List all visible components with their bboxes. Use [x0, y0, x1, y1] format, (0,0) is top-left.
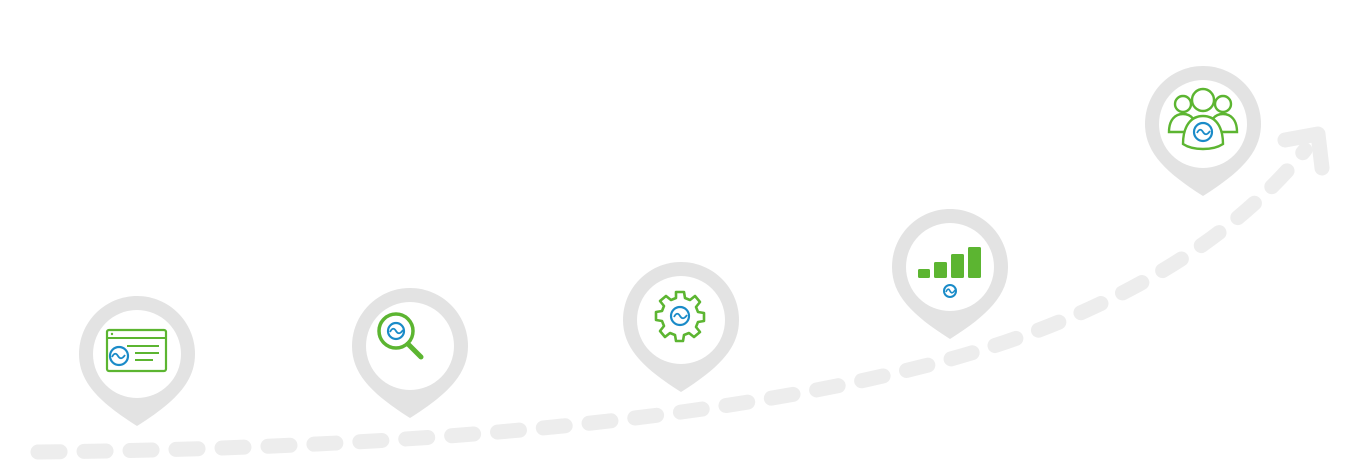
pin-inner-circle	[906, 223, 994, 311]
pin-inner-circle	[637, 276, 725, 364]
magnifier-search-icon	[377, 312, 424, 360]
journey-step-4-pin	[892, 209, 1008, 339]
journey-step-5-pin	[1145, 66, 1261, 196]
journey-step-1-pin	[79, 296, 195, 426]
user-group-icon	[1167, 87, 1239, 151]
gear-settings-icon	[654, 290, 706, 343]
journey-step-2-pin	[352, 288, 468, 418]
growth-bars-icon	[918, 247, 981, 298]
path-dashes	[30, 142, 1313, 460]
browser-window-icon	[105, 328, 168, 373]
journey-step-3-pin	[623, 262, 739, 392]
path-arrowhead-icon	[1277, 126, 1330, 176]
